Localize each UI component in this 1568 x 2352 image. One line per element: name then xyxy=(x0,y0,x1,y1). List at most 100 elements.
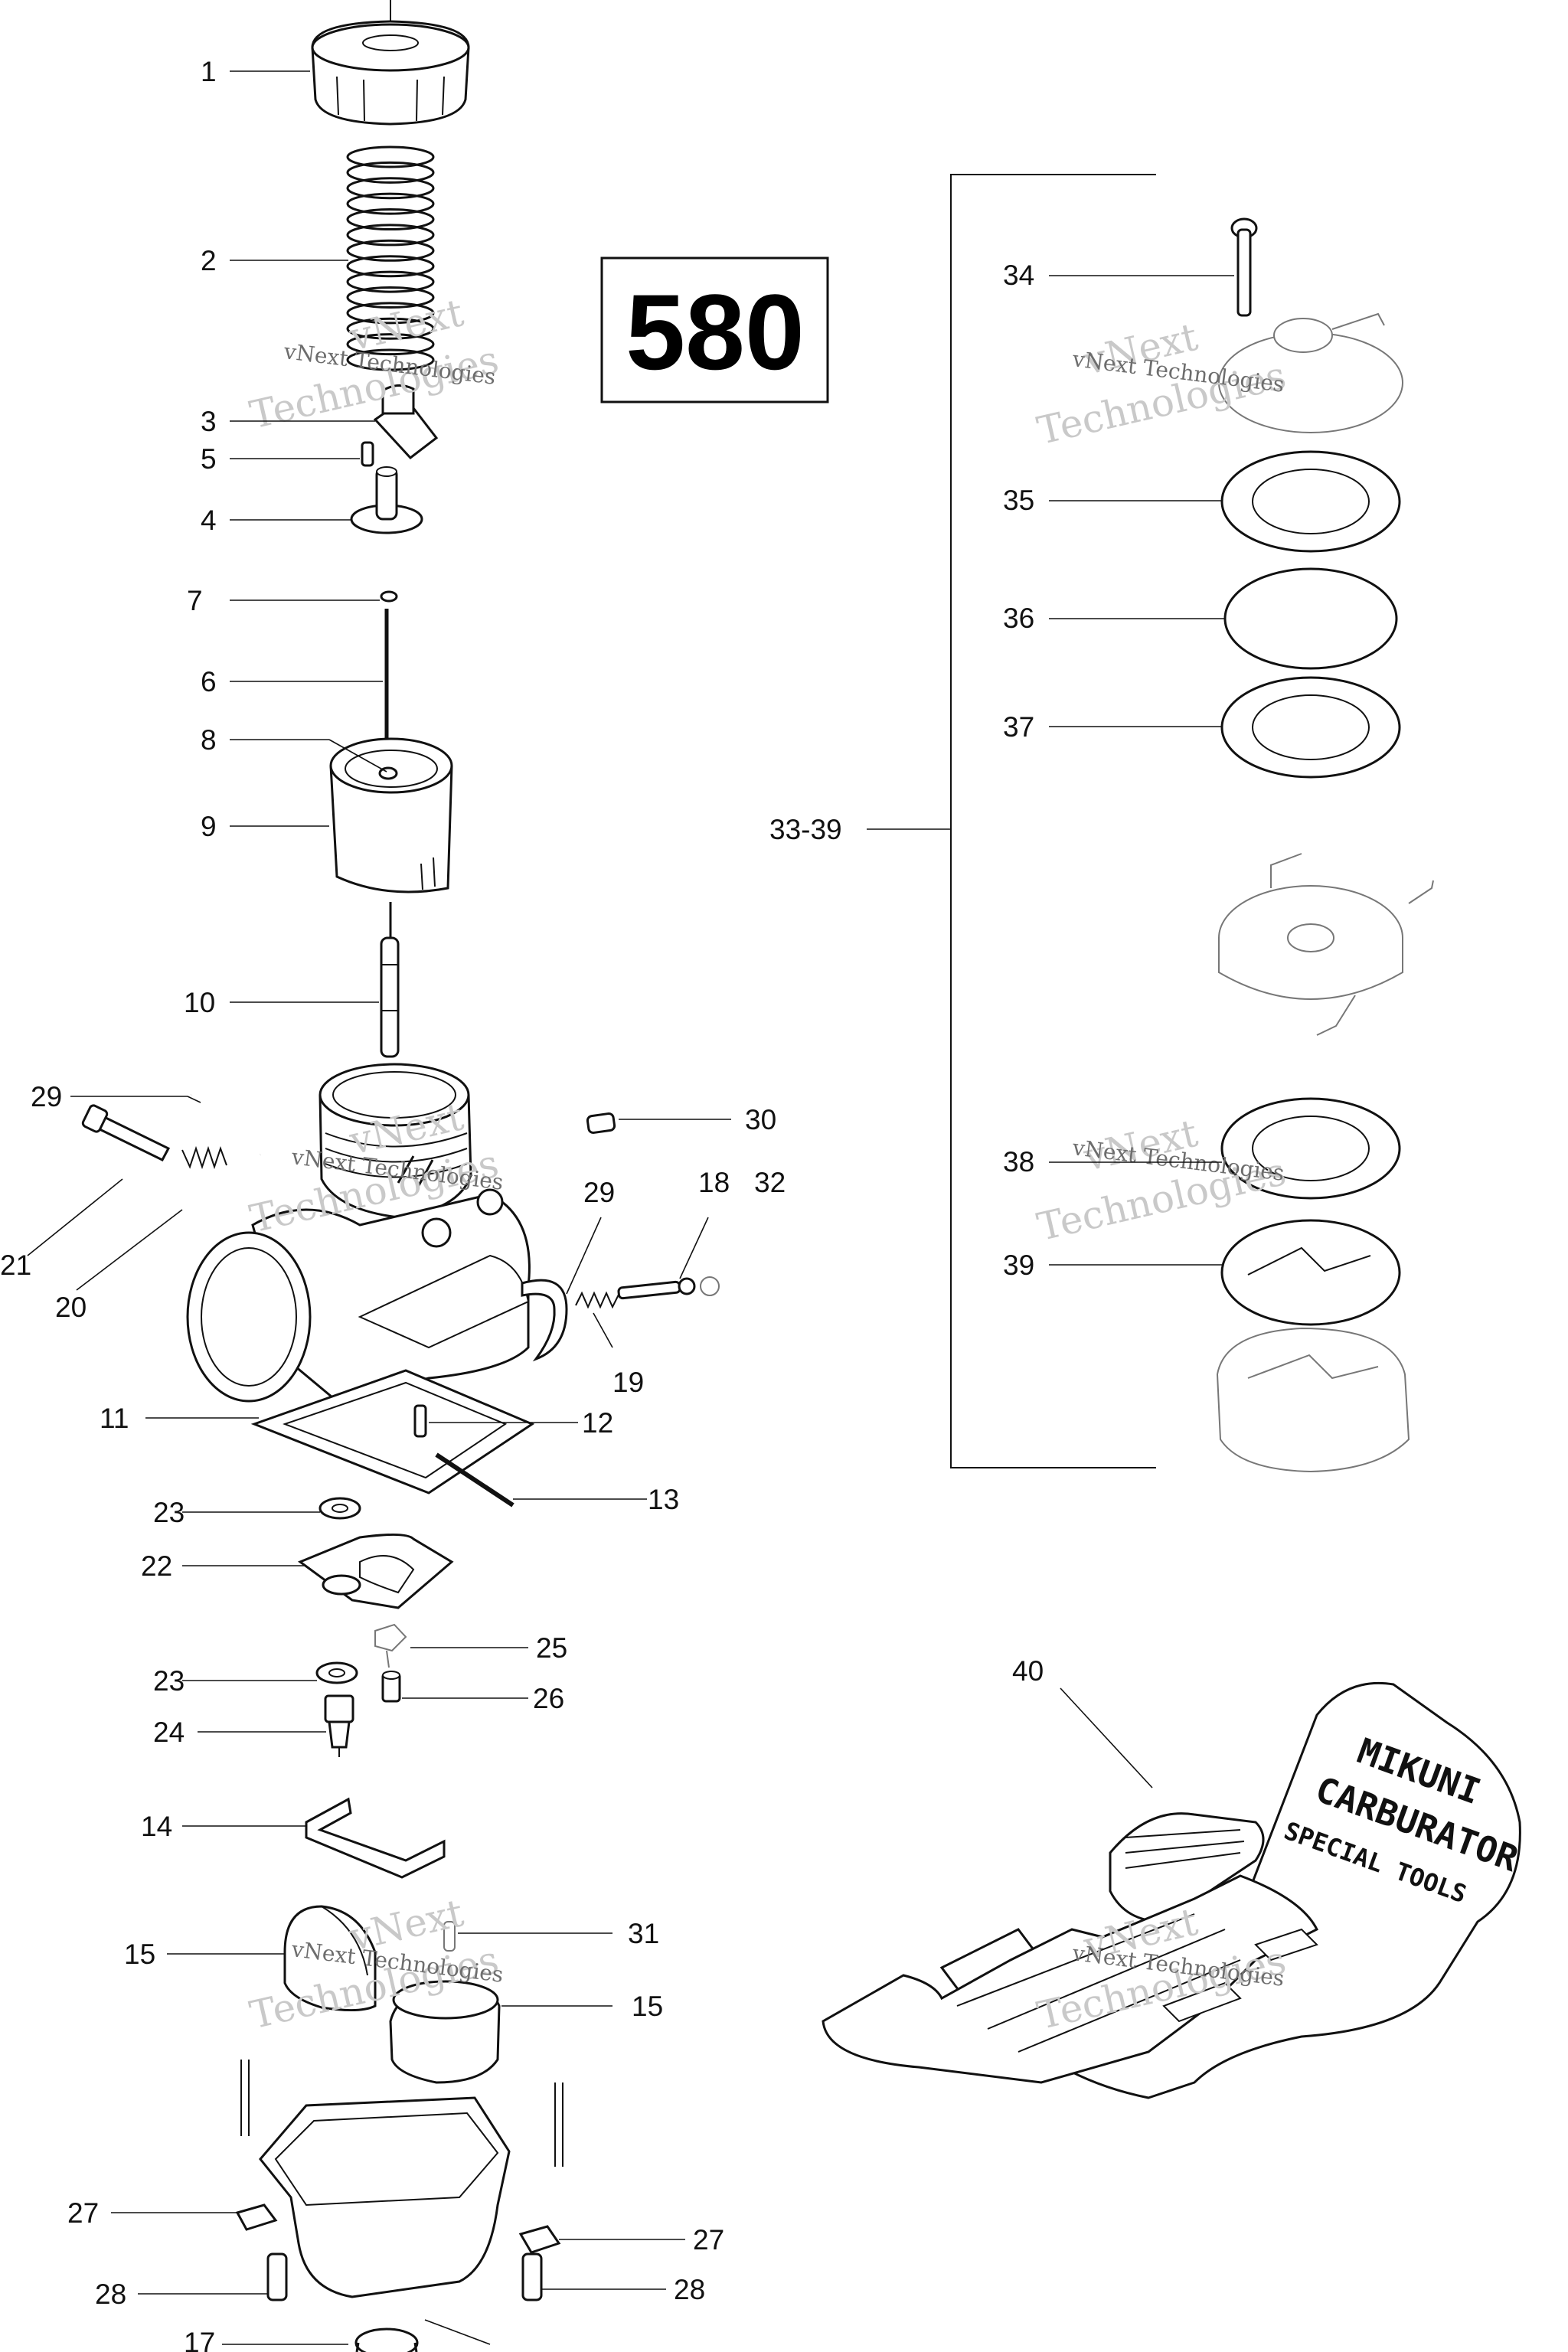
kit-bracket xyxy=(867,174,1156,1468)
part-pilot-jet-26 xyxy=(381,1671,401,1703)
callout-2: 2 xyxy=(201,245,217,276)
part-float-bowl-gasket xyxy=(250,1369,535,1494)
callout-27-left: 27 xyxy=(67,2197,99,2229)
callout-40: 40 xyxy=(1012,1655,1044,1687)
callout-1: 1 xyxy=(201,56,217,87)
callout-38: 38 xyxy=(1003,1146,1034,1178)
part-main-jet-25 xyxy=(374,1623,407,1668)
diagram-number: 580 xyxy=(626,272,805,392)
callout-27-right: 27 xyxy=(693,2224,724,2256)
callout-34: 34 xyxy=(1003,260,1034,291)
part-clip-plate xyxy=(373,384,439,460)
part-float-pin xyxy=(413,1404,427,1438)
part-washer-top xyxy=(318,1497,361,1520)
spring-coil xyxy=(346,177,435,200)
callout-29-left: 29 xyxy=(31,1081,62,1112)
callout-11: 11 xyxy=(100,1403,129,1434)
diagram-number-box: 580 xyxy=(600,256,829,403)
part-plug-cap xyxy=(700,1276,720,1296)
part-baffle-plate xyxy=(297,1533,454,1609)
spring-coil xyxy=(346,239,435,262)
part-idle-spring xyxy=(181,1145,227,1170)
part-float-left xyxy=(283,1905,377,2012)
part-pump-base xyxy=(1216,1327,1410,1473)
part-needle-jet xyxy=(380,902,400,1058)
callout-25: 25 xyxy=(536,1632,567,1664)
part-tool-kit: MIKUNI CARBURATOR SPECIAL TOOLS xyxy=(822,1681,1524,2099)
callout-7: 7 xyxy=(187,585,203,616)
part-bowl-clip-left xyxy=(235,2203,278,2231)
part-pump-body xyxy=(1218,853,1434,1036)
callout-28-right: 28 xyxy=(674,2274,705,2305)
spring-coil xyxy=(346,302,435,325)
callout-4: 4 xyxy=(201,505,217,536)
spring-coil xyxy=(346,208,435,231)
callout-30: 30 xyxy=(745,1104,776,1135)
part-pump-diaphragm-36 xyxy=(1223,567,1398,670)
part-pump-gasket-35 xyxy=(1220,450,1401,553)
part-bowl-screw-right xyxy=(521,2252,543,2301)
part-float-arm xyxy=(305,1797,446,1879)
spring-coil xyxy=(346,270,435,293)
callout-8: 8 xyxy=(201,724,217,756)
part-pump-screw xyxy=(1230,217,1258,317)
part-pump-valve-39 xyxy=(1220,1219,1401,1326)
callout-3: 3 xyxy=(201,406,217,437)
callout-17: 17 xyxy=(184,2327,215,2352)
callout-23-top: 23 xyxy=(153,1497,185,1528)
kit-label: 33-39 xyxy=(769,814,842,845)
callout-39: 39 xyxy=(1003,1250,1034,1281)
part-bowl-screw-left xyxy=(266,2252,288,2301)
callout-28-left: 28 xyxy=(95,2278,126,2310)
callout-6: 6 xyxy=(201,666,217,697)
spring-coil xyxy=(346,286,435,309)
spring-coil xyxy=(346,333,435,356)
callout-23-bottom: 23 xyxy=(153,1665,185,1697)
callout-36: 36 xyxy=(1003,603,1034,634)
part-float-pin-31 xyxy=(443,1921,456,1952)
callout-19: 19 xyxy=(612,1367,644,1398)
part-bowl-clip-right xyxy=(518,2225,561,2254)
callout-15-right: 15 xyxy=(632,1991,663,2022)
callout-24: 24 xyxy=(153,1717,185,1748)
spring-coil xyxy=(346,317,435,340)
part-needle-valve xyxy=(324,1694,354,1757)
part-small-screw xyxy=(361,441,374,467)
callout-18: 18 xyxy=(698,1167,730,1198)
callout-37: 37 xyxy=(1003,711,1034,743)
part-needle-holder xyxy=(350,466,423,534)
callout-32: 32 xyxy=(754,1167,786,1198)
callout-20: 20 xyxy=(55,1292,87,1323)
callout-29-right: 29 xyxy=(583,1177,615,1208)
leader-lines xyxy=(27,70,1234,2345)
part-idle-screw xyxy=(81,1104,171,1161)
callout-9: 9 xyxy=(201,811,217,842)
part-spring xyxy=(346,145,435,371)
callout-15-left: 15 xyxy=(124,1939,155,1970)
part-vent-tube-left xyxy=(190,1076,279,1157)
part-float-right xyxy=(389,1980,501,2084)
callout-31: 31 xyxy=(628,1918,659,1949)
spring-coil xyxy=(346,145,435,168)
part-pilot-screw xyxy=(617,1277,696,1300)
callout-21: 21 xyxy=(0,1250,31,1281)
callout-5: 5 xyxy=(201,443,217,475)
part-pump-cover xyxy=(1218,312,1403,433)
part-vent-tube-right xyxy=(521,1279,568,1362)
part-pilot-spring xyxy=(575,1291,619,1309)
callout-35: 35 xyxy=(1003,485,1034,516)
spring-coil xyxy=(346,255,435,278)
part-pump-gasket-37 xyxy=(1220,676,1401,779)
callout-14: 14 xyxy=(141,1811,172,1842)
callout-26: 26 xyxy=(533,1683,564,1714)
spring-coil xyxy=(346,348,435,371)
part-float-bowl xyxy=(240,2060,564,2352)
spring-coil xyxy=(346,192,435,215)
callout-12: 12 xyxy=(582,1407,613,1439)
callout-labels: 1 2 3 5 4 7 6 8 9 10 29 21 20 11 12 13 3… xyxy=(0,56,1044,2352)
spring-coil xyxy=(346,161,435,184)
part-washer-bottom xyxy=(315,1661,358,1684)
callout-22: 22 xyxy=(141,1550,172,1582)
callout-10: 10 xyxy=(184,987,215,1018)
